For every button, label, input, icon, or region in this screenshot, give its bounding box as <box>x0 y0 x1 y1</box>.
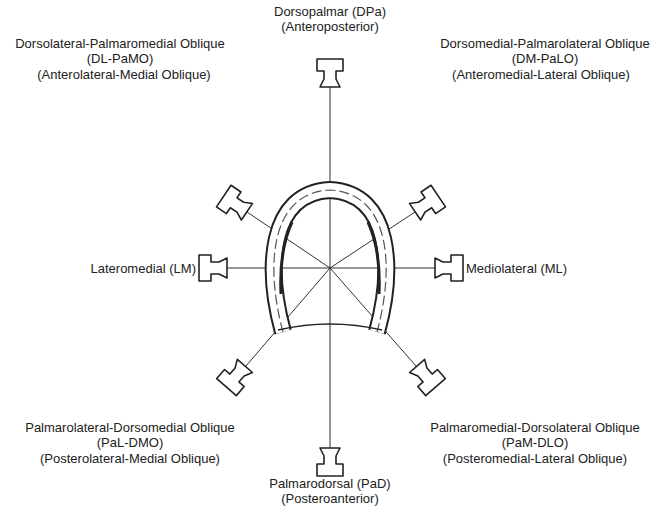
view-name: Palmaromedial-Dorsolateral Oblique (PaM-… <box>430 420 640 450</box>
view-name: Palmarolateral-Dorsomedial Oblique (PaL-… <box>25 420 235 450</box>
beam-lines <box>227 87 435 448</box>
view-name: Dorsopalmar (DPa) <box>200 4 460 19</box>
view-alias: (Anterolateral-Medial Oblique) <box>4 67 244 82</box>
view-alias: (Posterolateral-Medial Oblique) <box>10 451 250 466</box>
view-name: Dorsomedial-Palmarolateral Oblique (DM-P… <box>440 36 650 66</box>
horseshoe <box>274 190 386 332</box>
view-alias: (Posteromedial-Lateral Oblique) <box>415 451 655 466</box>
view-alias: (Anteroposterior) <box>200 19 460 34</box>
view-name: Palmarodorsal (PaD) <box>200 476 460 491</box>
view-name: Dorsolateral-Palmaromedial Oblique (DL-P… <box>15 36 225 66</box>
view-alias: (Posteroanterior) <box>200 491 460 506</box>
x-ray-tubes <box>199 59 463 476</box>
view-name: Lateromedial (LM) <box>16 261 196 276</box>
view-name: Mediolateral (ML) <box>466 261 646 276</box>
view-alias: (Anteromedial-Lateral Oblique) <box>426 67 656 82</box>
